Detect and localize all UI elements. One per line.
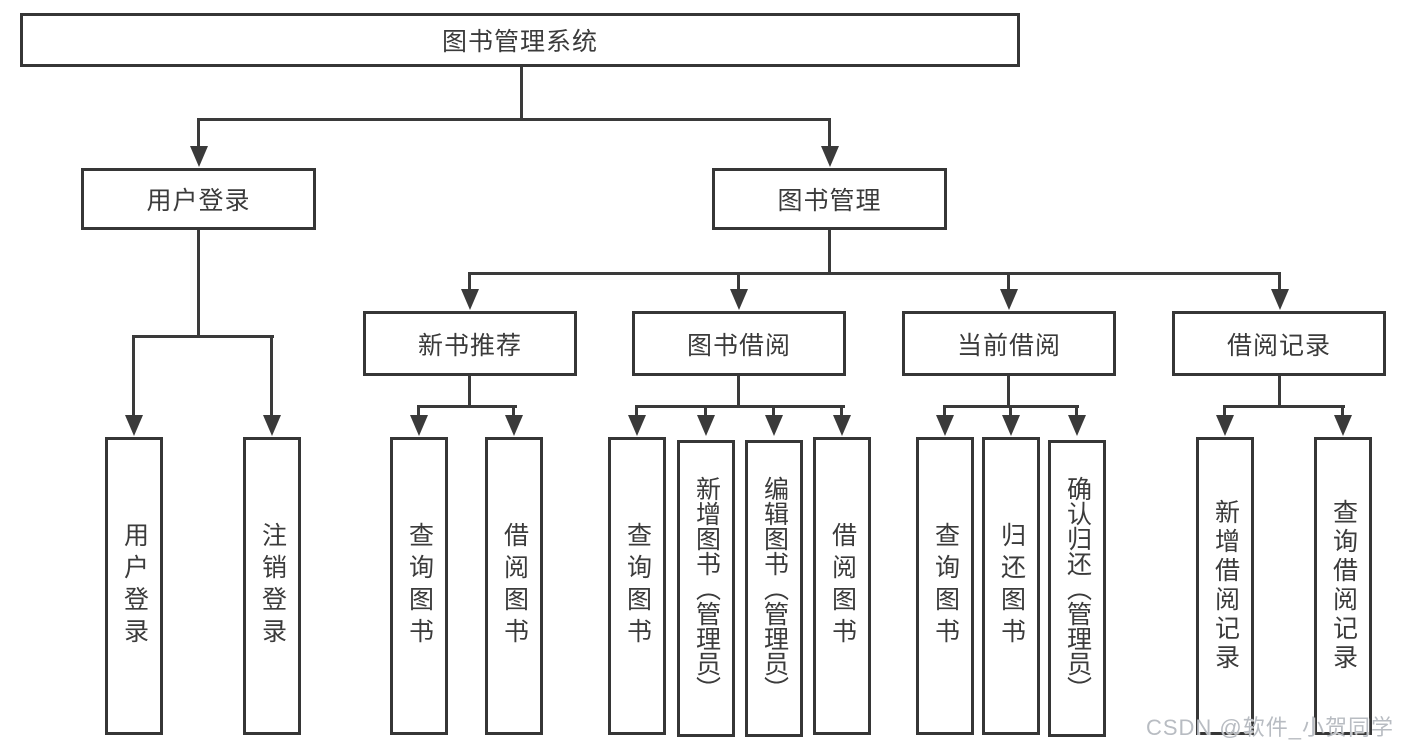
- node-new-book-rec: 新书推荐: [363, 311, 577, 376]
- leaf-br-query: 查询借阅记录: [1314, 437, 1372, 735]
- arrow-to-cb-confirm: [1075, 405, 1078, 415]
- node-book-mgmt: 图书管理: [712, 168, 947, 230]
- leaf-nb-query: 查询图书: [390, 437, 448, 735]
- leaf-cb-confirm-label: 确认归还（管理员）: [1063, 476, 1092, 701]
- arrow-to-user-login: [197, 118, 200, 146]
- connector-book-borrow-stem: [737, 374, 740, 408]
- node-root-label: 图书管理系统: [441, 28, 598, 56]
- node-book-borrow-label: 图书借阅: [686, 331, 791, 360]
- leaf-br-query-label: 查询借阅记录: [1329, 499, 1358, 673]
- connector-new-book-rec-bus: [417, 405, 517, 408]
- leaf-cb-confirm: 确认归还（管理员）: [1048, 440, 1106, 737]
- arrow-to-bb-borrow: [840, 405, 843, 415]
- leaf-cb-return-label: 归还图书: [997, 522, 1026, 650]
- leaf-bb-add: 新增图书（管理员）: [677, 440, 735, 737]
- leaf-nb-query-label: 查询图书: [405, 522, 434, 650]
- arrow-to-cb-query: [943, 405, 946, 415]
- arrow-to-book-borrow: [737, 272, 740, 289]
- node-user-login-label: 用户登录: [146, 187, 251, 215]
- connector-level2-bus: [197, 118, 831, 121]
- leaf-br-add: 新增借阅记录: [1196, 437, 1254, 735]
- arrow-to-book-mgmt: [828, 118, 831, 146]
- arrow-to-current-borrow: [1007, 272, 1010, 289]
- arrow-to-br-add: [1223, 405, 1226, 415]
- connector-book-mgmt-stem: [828, 230, 831, 275]
- connector-current-borrow-stem: [1007, 374, 1010, 408]
- leaf-cb-query: 查询图书: [916, 437, 974, 735]
- leaf-bb-query-label: 查询图书: [623, 522, 652, 650]
- connector-new-book-rec-stem: [468, 374, 471, 408]
- leaf-nb-borrow-label: 借阅图书: [500, 522, 529, 650]
- arrow-to-new-book-rec: [468, 272, 471, 289]
- arrow-to-bb-edit: [772, 405, 775, 415]
- arrow-to-br-query: [1341, 405, 1344, 415]
- node-borrow-records-label: 借阅记录: [1226, 331, 1331, 360]
- csdn-watermark: CSDN @软件_小贺同学: [1145, 715, 1394, 740]
- leaf-ul-logout: 注销登录: [243, 437, 301, 735]
- leaf-cb-return: 归还图书: [982, 437, 1040, 735]
- leaf-ul-logout-label: 注销登录: [258, 522, 287, 650]
- node-current-borrow: 当前借阅: [902, 311, 1116, 376]
- leaf-bb-add-label: 新增图书（管理员）: [692, 476, 721, 701]
- leaf-bb-query: 查询图书: [608, 437, 666, 735]
- arrow-to-borrow-records: [1278, 272, 1281, 289]
- leaf-bb-edit-label: 编辑图书（管理员）: [760, 476, 789, 701]
- connector-root-stem: [520, 65, 523, 121]
- leaf-bb-borrow-label: 借阅图书: [828, 522, 857, 650]
- node-user-login: 用户登录: [81, 168, 316, 230]
- arrow-to-nb-borrow: [512, 405, 515, 415]
- leaf-cb-query-label: 查询图书: [931, 522, 960, 650]
- node-book-borrow: 图书借阅: [632, 311, 846, 376]
- connector-user-login-stem: [197, 230, 200, 338]
- node-book-mgmt-label: 图书管理: [777, 187, 882, 215]
- node-current-borrow-label: 当前借阅: [956, 331, 1061, 360]
- arrow-to-bb-query: [635, 405, 638, 415]
- arrow-to-cb-return: [1009, 405, 1012, 415]
- node-new-book-rec-label: 新书推荐: [417, 331, 522, 360]
- node-borrow-records: 借阅记录: [1172, 311, 1386, 376]
- leaf-ul-login: 用户登录: [105, 437, 163, 735]
- connector-user-login-bus: [132, 335, 274, 338]
- connector-borrow-records-stem: [1278, 374, 1281, 408]
- leaf-bb-edit: 编辑图书（管理员）: [745, 440, 803, 737]
- arrow-to-bb-add: [704, 405, 707, 415]
- arrow-to-leaf-logout: [270, 335, 273, 415]
- leaf-ul-login-label: 用户登录: [120, 522, 149, 650]
- arrow-to-nb-query: [417, 405, 420, 415]
- arrow-to-leaf-login: [132, 335, 135, 415]
- connector-book-borrow-bus: [635, 405, 845, 408]
- leaf-br-add-label: 新增借阅记录: [1211, 499, 1240, 673]
- connector-level3-bus: [468, 272, 1281, 275]
- leaf-bb-borrow: 借阅图书: [813, 437, 871, 735]
- leaf-nb-borrow: 借阅图书: [485, 437, 543, 735]
- connector-borrow-records-bus: [1223, 405, 1345, 408]
- node-root: 图书管理系统: [20, 13, 1020, 67]
